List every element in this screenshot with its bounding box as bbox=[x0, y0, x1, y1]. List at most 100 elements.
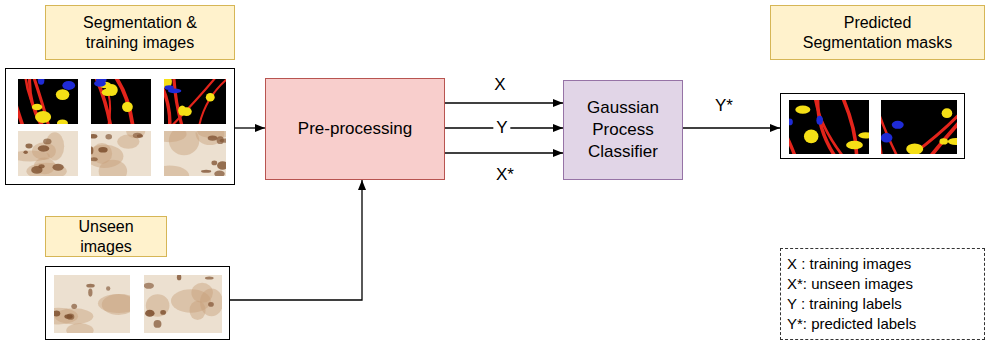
nucleus-blob bbox=[892, 121, 904, 129]
stain-dot bbox=[217, 161, 228, 169]
node-text: Predicted Segmentation masks bbox=[798, 13, 957, 53]
image-panel bbox=[780, 93, 965, 159]
stain-patch bbox=[126, 125, 145, 138]
stain-dot bbox=[201, 170, 211, 173]
cell-blob bbox=[804, 129, 818, 143]
stain-dot bbox=[64, 314, 72, 319]
arrow-connector bbox=[445, 152, 563, 153]
stain-dot bbox=[211, 160, 217, 165]
fiber-strand bbox=[8, 77, 23, 126]
cell-blob bbox=[206, 93, 215, 102]
stain-dot bbox=[208, 302, 214, 307]
stain-dot bbox=[90, 157, 98, 161]
stain-patch bbox=[196, 122, 225, 145]
stain-patch bbox=[146, 294, 170, 316]
stain-patch bbox=[98, 294, 140, 313]
stain-dot bbox=[214, 170, 224, 177]
stain-patch bbox=[191, 283, 213, 303]
cell-blob bbox=[56, 89, 70, 100]
fiber-strand bbox=[172, 77, 216, 126]
key-entry: X*: unseen images bbox=[787, 274, 913, 294]
thumbnail-image bbox=[158, 75, 230, 126]
stain-dot bbox=[105, 134, 112, 139]
thumbnail-image bbox=[11, 131, 78, 180]
stain-dot bbox=[154, 320, 162, 328]
stain-dot bbox=[98, 147, 107, 153]
key-box: X : training imagesX*: unseen imagesY : … bbox=[780, 248, 985, 340]
nucleus-blob bbox=[816, 116, 823, 125]
cell-blob bbox=[906, 143, 923, 154]
thumbnail-image bbox=[46, 275, 140, 338]
stain-dot bbox=[208, 135, 218, 140]
stain-dot bbox=[177, 274, 181, 280]
thumbnail-set bbox=[6, 69, 234, 184]
heading-label: Unseen images bbox=[45, 216, 167, 257]
stain-dot bbox=[25, 144, 32, 149]
stain-dot bbox=[89, 134, 97, 139]
stain-dot bbox=[106, 286, 110, 290]
cell-blob bbox=[942, 108, 953, 118]
fiber-strand bbox=[818, 98, 835, 156]
stain-dot bbox=[38, 164, 44, 168]
cell-blob bbox=[795, 106, 810, 114]
cell-blob bbox=[106, 84, 118, 96]
stain-dot bbox=[137, 134, 143, 137]
image-group: Predicted Segmentation masks bbox=[770, 5, 985, 163]
cell-blob bbox=[178, 105, 186, 115]
stain-dot bbox=[145, 310, 154, 317]
stain-dot bbox=[23, 150, 27, 154]
node-text: Unseen images bbox=[54, 217, 158, 257]
thumbnail-image bbox=[862, 98, 964, 156]
image-panel bbox=[45, 266, 230, 340]
cell-blob bbox=[948, 138, 964, 145]
nucleus-blob bbox=[94, 80, 106, 86]
cell-blob bbox=[846, 141, 863, 150]
stain-patch bbox=[55, 308, 94, 324]
node-text: Segmentation & training images bbox=[66, 13, 214, 53]
thumbnail-set bbox=[781, 94, 964, 158]
fiber-strand bbox=[781, 98, 795, 156]
stain-dot bbox=[53, 164, 64, 171]
thumbnail-image bbox=[8, 76, 78, 127]
fiber-strand bbox=[931, 98, 964, 156]
cell-blob bbox=[57, 119, 68, 126]
heading-label: Predicted Segmentation masks bbox=[770, 5, 985, 60]
thumbnail-set bbox=[46, 267, 229, 339]
stain-dot bbox=[52, 310, 60, 316]
nucleus-blob bbox=[881, 133, 893, 142]
thumbnail-image bbox=[150, 122, 234, 184]
stain-dot bbox=[86, 284, 95, 288]
image-ground bbox=[144, 275, 222, 333]
stain-dot bbox=[217, 136, 224, 144]
edge-label: X* bbox=[493, 166, 517, 185]
stain-dot bbox=[89, 147, 93, 155]
nucleus-blob bbox=[38, 76, 45, 85]
key-entry: X : training images bbox=[787, 254, 911, 274]
cell-blob bbox=[35, 111, 51, 123]
node-text: Pre-processing bbox=[298, 118, 412, 140]
thumbnail-image bbox=[91, 76, 174, 126]
edge-label: X bbox=[491, 76, 508, 95]
edge-label: Y* bbox=[712, 97, 736, 116]
stain-dot bbox=[71, 304, 77, 309]
edge-label: Y bbox=[493, 119, 510, 138]
stain-patch bbox=[66, 323, 93, 337]
arrow-connector bbox=[235, 127, 265, 128]
heading-label: Segmentation & training images bbox=[45, 5, 235, 60]
image-group: Segmentation & training images bbox=[5, 5, 235, 185]
stain-patch bbox=[150, 166, 190, 184]
nucleus-blob bbox=[62, 81, 75, 90]
thumbnail-image bbox=[144, 274, 223, 333]
stain-dot bbox=[205, 276, 214, 279]
stain-dot bbox=[38, 145, 49, 151]
cell-blob bbox=[858, 132, 872, 138]
node-text: Gaussian Process Classifier bbox=[570, 97, 676, 163]
stain-dot bbox=[88, 289, 92, 297]
key-entry: Y*: predicted labels bbox=[787, 314, 916, 334]
arrow-connector bbox=[445, 102, 563, 103]
fiber-strand bbox=[116, 77, 133, 126]
arrow-connector bbox=[230, 180, 362, 300]
image-panel bbox=[5, 68, 235, 185]
thumbnail-image bbox=[781, 98, 873, 156]
